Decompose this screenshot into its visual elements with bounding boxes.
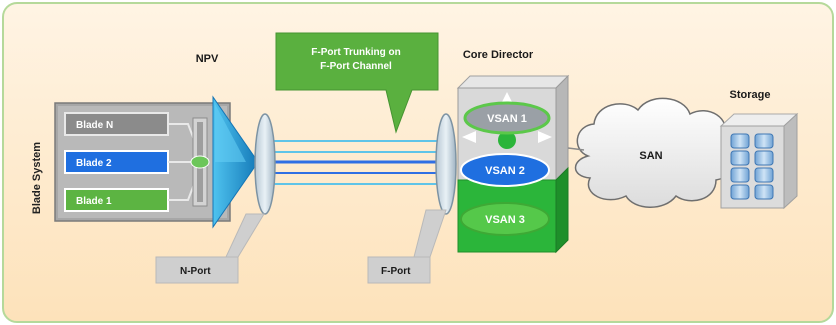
- arrow-right-icon: [538, 131, 552, 143]
- san-label: SAN: [639, 150, 662, 162]
- npv-switch-highlight: [215, 104, 246, 162]
- trunking-callout-line1: F-Port Trunking on: [311, 47, 400, 58]
- blade-switch-port: [190, 155, 210, 169]
- blade-system: Blade System Blade N Blade 2 Blade 1: [31, 102, 231, 222]
- blade-2-label: Blade 2: [76, 158, 112, 169]
- vsan-switch-core: [498, 131, 516, 149]
- vsan-2: [460, 153, 550, 187]
- trunking-callout: F-Port Trunking on F-Port Channel: [275, 32, 439, 134]
- core-director-side-lower: [555, 166, 569, 254]
- storage-array: [719, 112, 799, 210]
- san-cloud: SAN: [574, 97, 738, 208]
- blade-1-label: Blade 1: [76, 196, 112, 207]
- f-port-channel-lens: [435, 113, 457, 215]
- vsan-1-label: VSAN 1: [487, 113, 527, 125]
- core-director: VSAN 1 VSAN 2 VSAN 3: [456, 74, 570, 254]
- vsan-3-label: VSAN 3: [485, 214, 525, 226]
- n-port-label: N-Port: [180, 266, 211, 277]
- vsan-3: [460, 202, 550, 236]
- arrow-up-icon: [501, 92, 513, 104]
- storage-label: Storage: [730, 89, 771, 101]
- core-director-side-upper: [555, 74, 569, 182]
- trunking-callout-line2: F-Port Channel: [320, 61, 392, 72]
- vsan-2-label: VSAN 2: [485, 165, 525, 177]
- f-port-label: F-Port: [381, 266, 411, 277]
- vsan-1: [463, 101, 551, 135]
- blade-system-label: Blade System: [31, 142, 43, 214]
- arrow-left-icon: [462, 131, 476, 143]
- npv-label: NPV: [196, 53, 219, 65]
- core-director-top: [456, 75, 570, 89]
- n-port-callout: N-Port: [155, 213, 265, 284]
- core-to-san-link: [567, 147, 585, 151]
- blade-n-label: Blade N: [76, 120, 113, 131]
- f-port-callout: F-Port: [367, 209, 447, 284]
- trunk-links: [258, 140, 445, 185]
- core-director-label: Core Director: [463, 49, 534, 61]
- n-port-channel-lens: [254, 113, 276, 215]
- storage-disks: [730, 133, 774, 200]
